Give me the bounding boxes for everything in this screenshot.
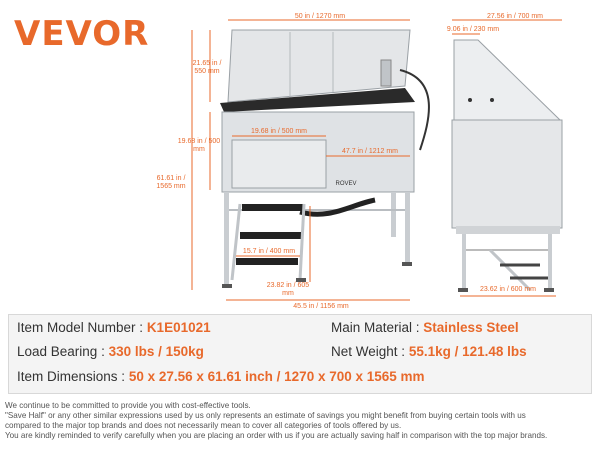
dims-label: Item Dimensions : [17,369,126,384]
material-label: Main Material : [331,320,420,335]
dim-side-back: 9.06 in / 230 mm [446,26,500,33]
footer-line-2: "Save Half" or any other similar express… [5,411,526,420]
footer-line-4: You are kindly reminded to verify carefu… [5,431,548,440]
dim-basin-height: 19.68 in / 500 mm [177,138,221,153]
spec-row-1: Item Model Number : K1E01021 Main Materi… [9,320,591,340]
spec-table: Item Model Number : K1E01021 Main Materi… [8,314,592,394]
dim-base-depth: 23.62 in / 600 mm [479,286,537,293]
model-label: Item Model Number : [17,320,144,335]
dim-total-height: 61.61 in / 1565 mm [156,175,186,190]
dim-step-height: 23.82 in / 605 mm [266,282,310,297]
dim-depth-top: 27.56 in / 700 mm [486,13,544,20]
dim-door-width: 19.68 in / 500 mm [250,128,308,135]
weight-value: 55.1kg / 121.48 lbs [408,344,527,359]
footer-line-1: We continue to be committed to provide y… [5,401,251,410]
product-illustration [191,19,563,301]
material-value: Stainless Steel [423,320,519,335]
dim-step-width: 15.7 in / 400 mm [242,248,296,255]
dim-width-top: 50 in / 1270 mm [294,13,346,20]
brand-logo: VEVOR [14,14,150,54]
dims-value: 50 x 27.56 x 61.61 inch / 1270 x 700 x 1… [128,369,425,384]
weight-label: Net Weight : [331,344,406,359]
dim-base-width: 45.5 in / 1156 mm [293,303,349,310]
spec-row-2: Load Bearing : 330 lbs / 150kg Net Weigh… [9,344,591,364]
dim-basin-inner: 47.7 in / 1212 mm [341,148,399,155]
footer-disclaimer: We continue to be committed to provide y… [5,401,597,441]
spec-row-3: Item Dimensions : 50 x 27.56 x 61.61 inc… [9,369,591,389]
model-value: K1E01021 [146,320,211,335]
load-label: Load Bearing : [17,344,105,359]
dim-backsplash: 21.65 in / 550 mm [192,60,222,75]
tub-label: ROVEV [335,181,357,187]
footer-line-3: compared to the major top brands and doe… [5,421,402,430]
load-value: 330 lbs / 150kg [108,344,204,359]
